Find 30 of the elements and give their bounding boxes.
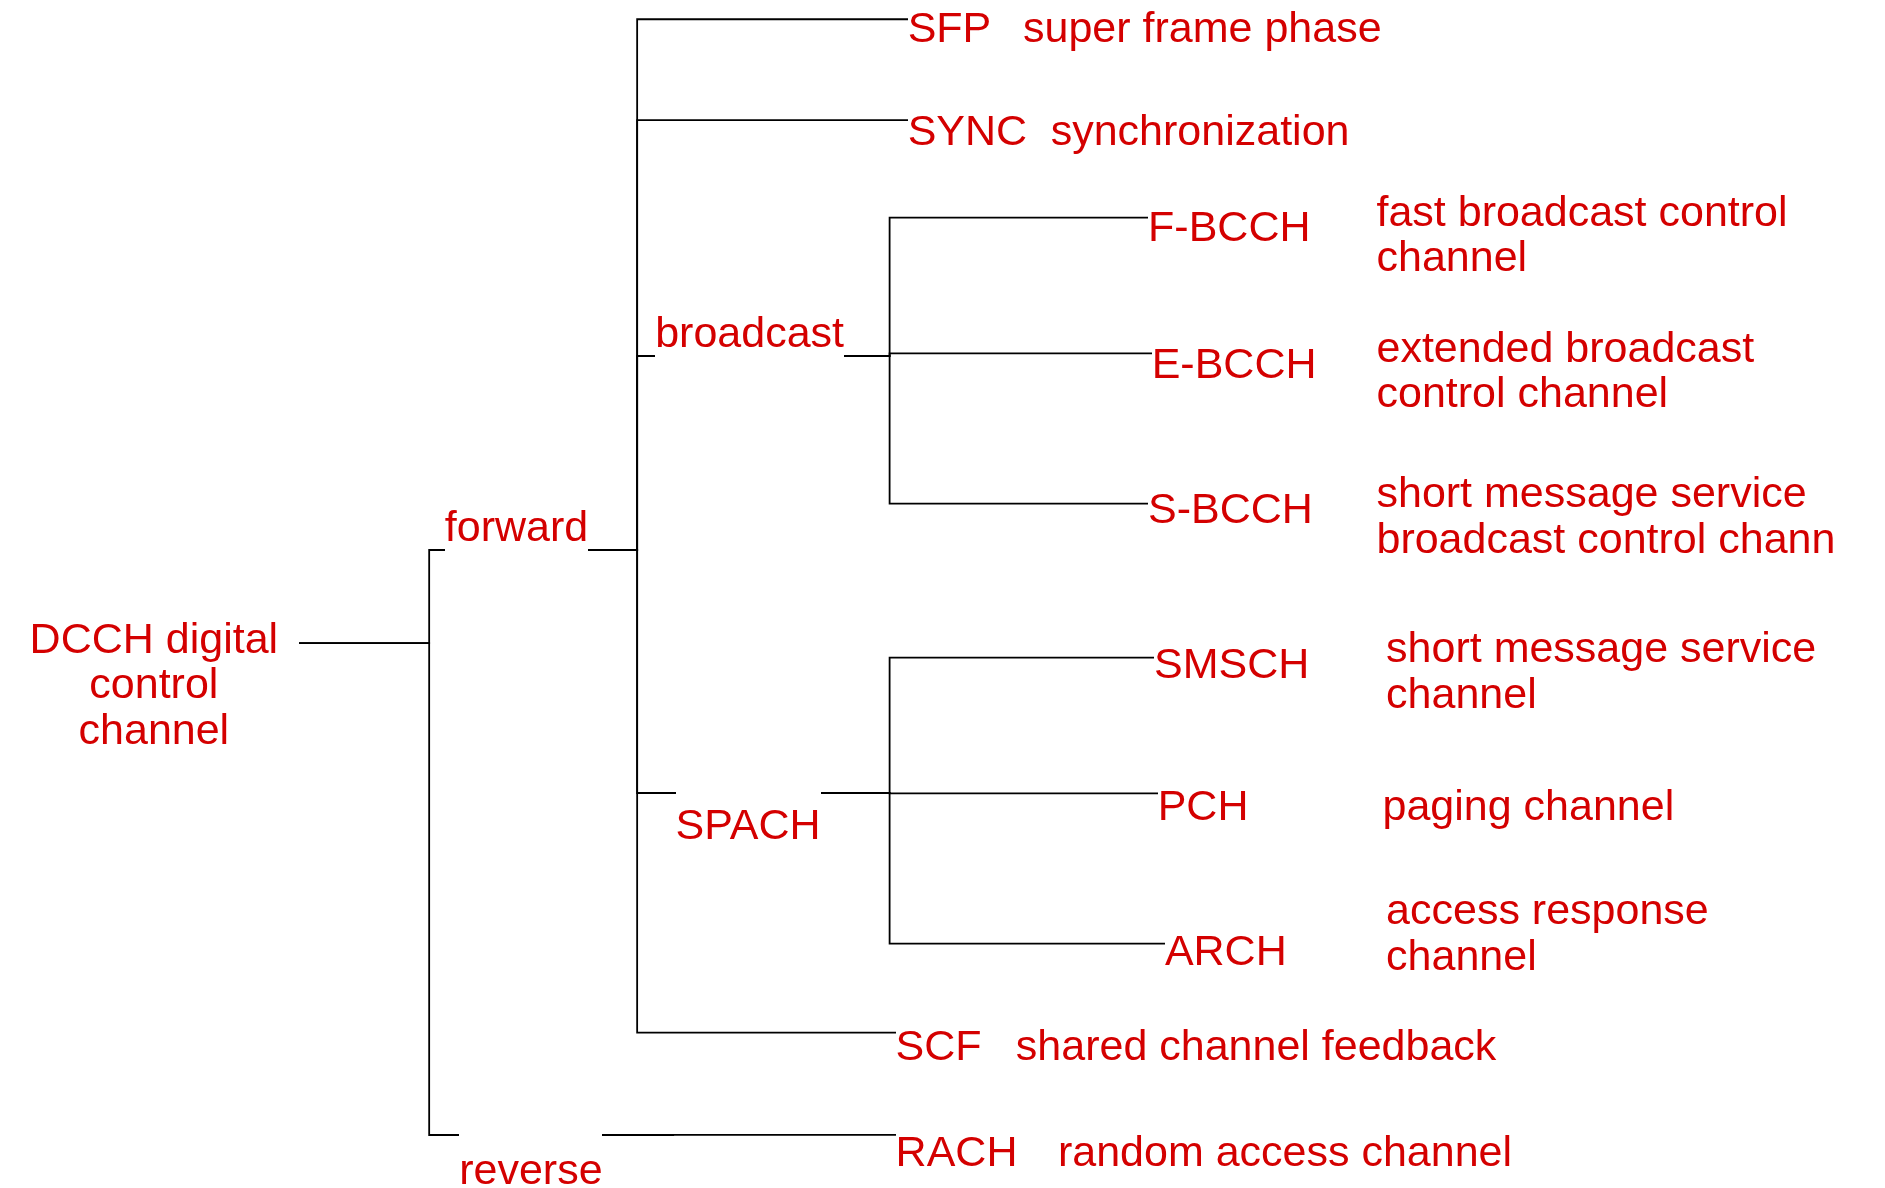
channel-label: F-BCCH — [1148, 204, 1311, 250]
channel-label: SYNC — [907, 108, 1028, 154]
channel-description: access response channel — [1386, 887, 1710, 979]
channel-description: short message service channel — [1386, 625, 1818, 717]
tree-connector — [843, 355, 1149, 505]
channel-label: ARCH — [1164, 928, 1287, 974]
branch-label: reverse — [459, 1134, 603, 1188]
channel-label: DCCH digital control channel — [9, 615, 299, 753]
tree-connector — [298, 642, 460, 1136]
channel-label: E-BCCH — [1151, 341, 1317, 387]
channel-description: shared channel feedback — [1015, 1023, 1498, 1069]
branch-label: broadcast — [655, 310, 844, 356]
channel-description: random access channel — [1057, 1128, 1514, 1175]
channel-label: SCF — [895, 1023, 982, 1069]
tree-connector — [587, 549, 897, 1034]
channel-label: SMSCH — [1154, 640, 1310, 687]
channel-label: S-BCCH — [1148, 485, 1313, 532]
channel-label: PCH — [1157, 782, 1249, 829]
channel-description: paging channel — [1382, 782, 1676, 829]
tree-connector — [601, 1133, 897, 1136]
branch-label: forward — [444, 503, 589, 550]
channel-description: fast broadcast control channel — [1376, 188, 1789, 280]
channel-description: short message service broadcast control chann — [1376, 470, 1837, 562]
channel-label: SFP — [907, 4, 992, 51]
branch-label: SPACH — [675, 793, 821, 848]
channel-description: extended broadcast control channel — [1376, 324, 1756, 416]
tree-connector — [820, 792, 1166, 945]
channel-description: super frame phase — [1023, 4, 1383, 51]
channel-label: RACH — [895, 1128, 1018, 1175]
channel-description: synchronization — [1050, 108, 1351, 154]
